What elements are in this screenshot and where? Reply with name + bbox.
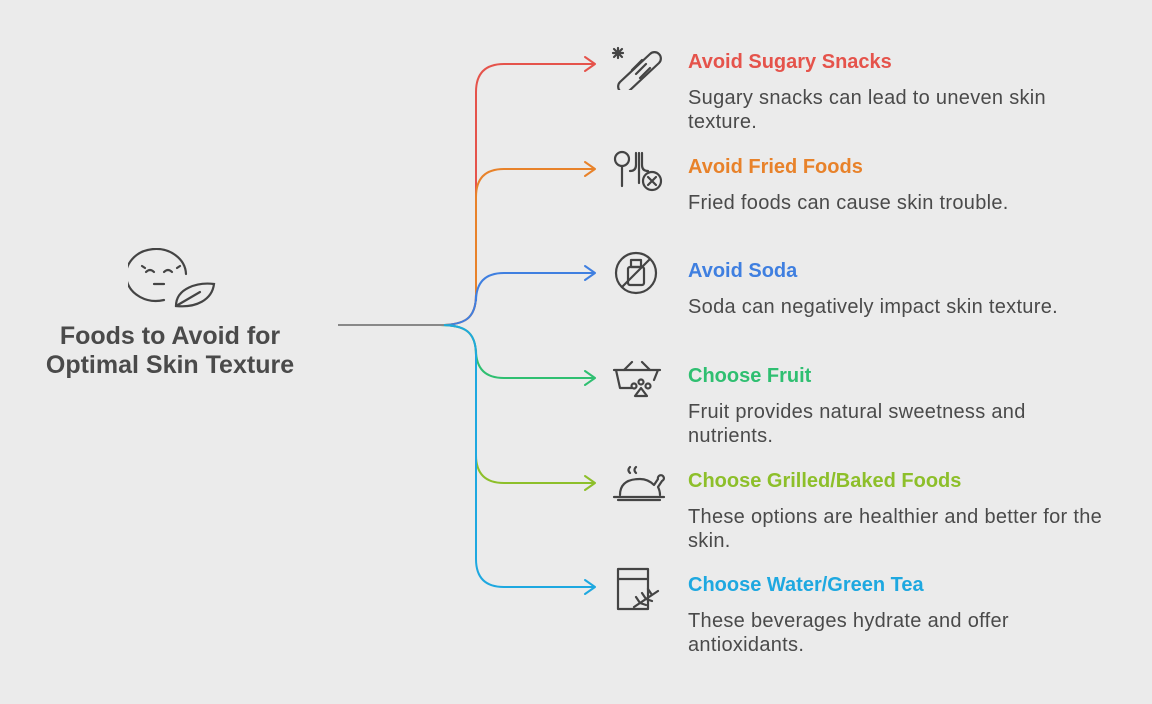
roast-chicken-icon: [610, 461, 670, 505]
arrowhead-4: [584, 475, 596, 491]
arrowhead-2: [584, 265, 596, 281]
item-title: Avoid Sugary Snacks: [688, 51, 892, 73]
no-soda-icon: [610, 251, 670, 295]
item-title: Avoid Fried Foods: [688, 156, 863, 178]
root-title: Foods to Avoid for Optimal Skin Texture: [45, 322, 295, 379]
arrowhead-5: [584, 579, 596, 595]
connector-3: [439, 324, 594, 379]
item-description: Soda can negatively impact skin texture.: [688, 296, 1058, 318]
arrowhead-3: [584, 370, 596, 386]
item-description: Fruit provides natural sweetness and nut…: [688, 401, 1026, 447]
arrowhead-0: [584, 56, 596, 72]
connector-4: [439, 324, 594, 484]
glass-herb-icon: [610, 565, 670, 611]
item-title: Choose Fruit: [688, 365, 812, 387]
utensils-x-icon: [610, 147, 670, 192]
candy-bar-icon: [610, 42, 670, 94]
item-title: Choose Water/Green Tea: [688, 574, 924, 596]
arrowhead-1: [584, 161, 596, 177]
item-description: These options are healthier and better f…: [688, 506, 1103, 552]
connector-2: [439, 272, 594, 326]
connector-1: [439, 168, 594, 326]
item-description: These beverages hydrate and offer antiox…: [688, 610, 1009, 656]
fruit-basket-icon: [610, 356, 670, 400]
item-title: Choose Grilled/Baked Foods: [688, 470, 962, 492]
face-leaf-icon: [124, 247, 218, 317]
connector-0: [439, 63, 594, 326]
item-description: Sugary snacks can lead to uneven skin te…: [688, 87, 1046, 133]
item-description: Fried foods can cause skin trouble.: [688, 192, 1009, 214]
item-title: Avoid Soda: [688, 260, 798, 282]
connector-5: [439, 324, 594, 588]
